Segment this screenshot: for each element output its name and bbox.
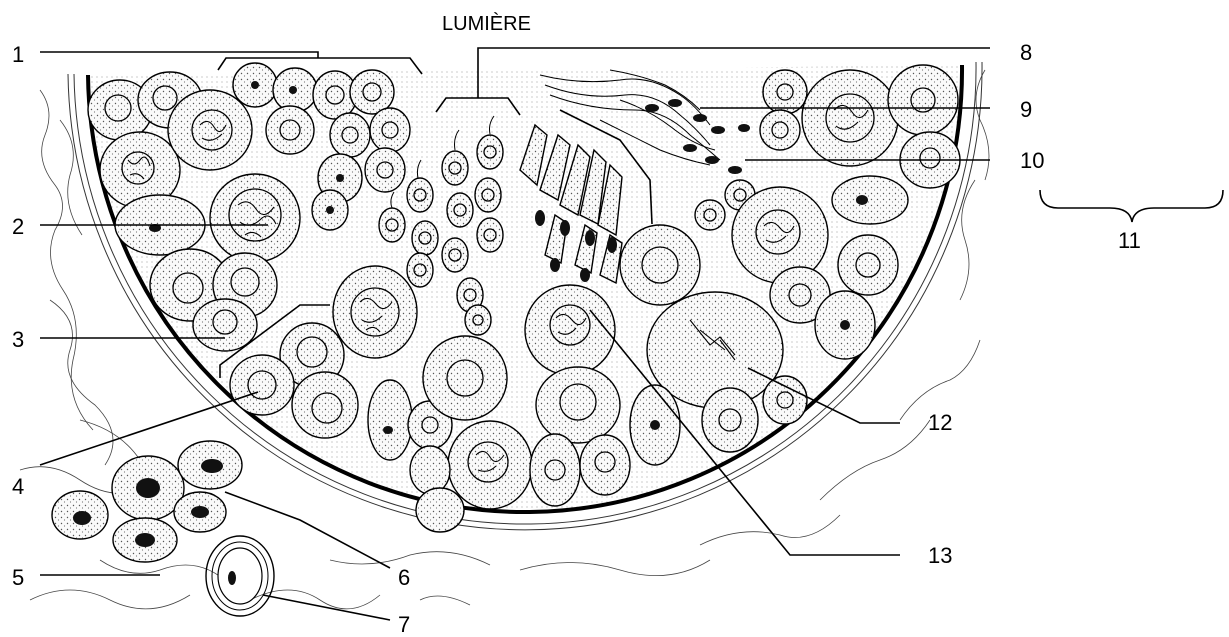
label-7: 7 bbox=[398, 612, 410, 637]
label-3: 3 bbox=[12, 327, 24, 352]
label-11: 11 bbox=[1118, 228, 1141, 253]
blood-vessel bbox=[206, 536, 274, 616]
label-10: 10 bbox=[1020, 148, 1044, 173]
lumen-title: LUMIÈRE bbox=[442, 12, 531, 35]
label-12: 12 bbox=[928, 410, 952, 435]
label-6: 6 bbox=[398, 565, 410, 590]
label-2: 2 bbox=[12, 214, 24, 239]
label-8: 8 bbox=[1020, 40, 1032, 65]
label-1: 1 bbox=[12, 42, 24, 67]
brace-11 bbox=[1040, 190, 1223, 222]
label-13: 13 bbox=[928, 543, 952, 568]
label-5: 5 bbox=[12, 565, 24, 590]
label-4: 4 bbox=[12, 474, 24, 499]
leydig-cells bbox=[52, 441, 242, 562]
label-9: 9 bbox=[1020, 97, 1032, 122]
